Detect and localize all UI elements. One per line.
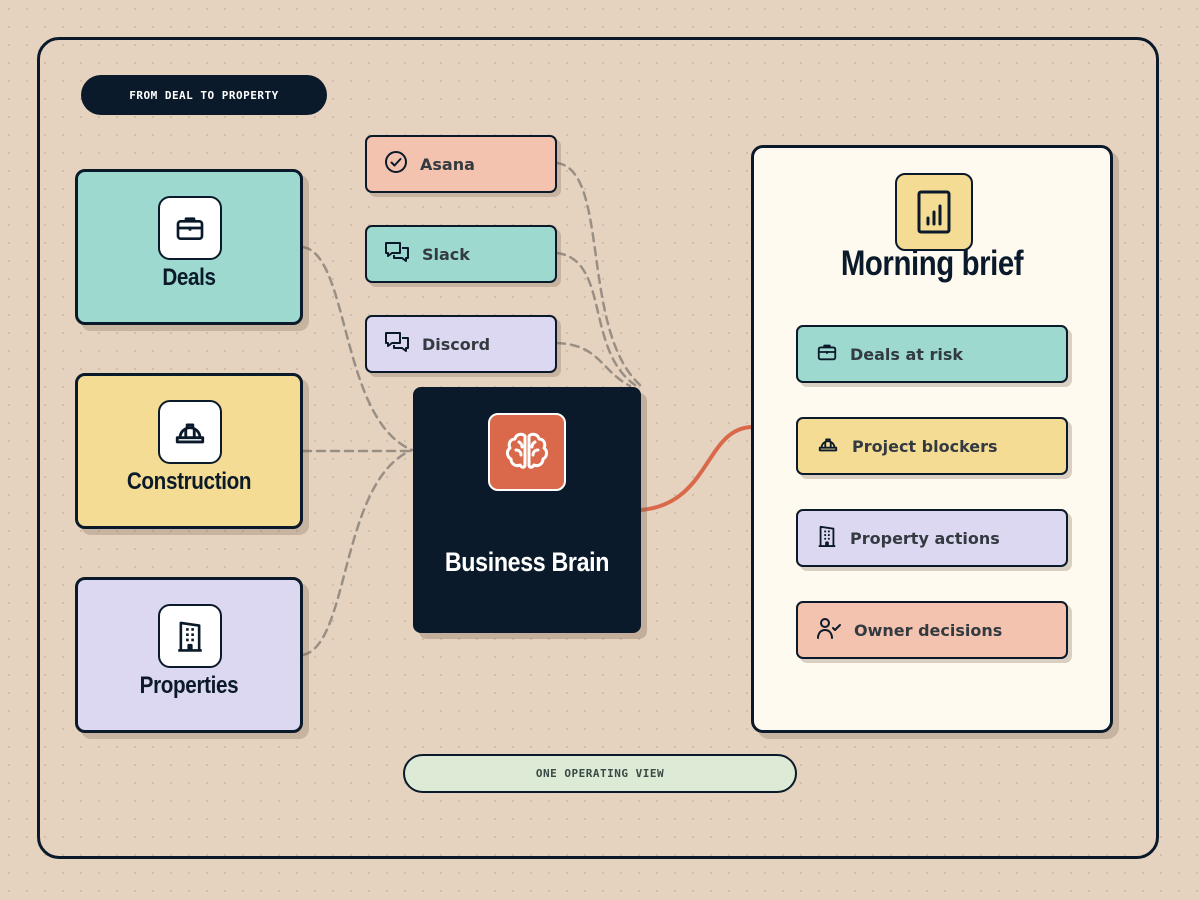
- connector-discord: [555, 341, 632, 388]
- source-card-properties[interactable]: Properties: [75, 577, 303, 733]
- connector-asana: [555, 161, 642, 387]
- brief-item-project-blockers[interactable]: Project blockers: [796, 417, 1068, 475]
- check-circle-icon: [384, 150, 408, 178]
- bar-chart-icon: [895, 173, 973, 251]
- tool-label: Asana: [420, 154, 475, 174]
- connector-brain-to-brief: [638, 425, 754, 512]
- brief-item-label: Deals at risk: [850, 344, 964, 364]
- brief-item-label: Owner decisions: [854, 620, 1003, 640]
- hard-hat-icon: [158, 400, 222, 464]
- tool-chip-asana[interactable]: Asana: [365, 135, 557, 193]
- tool-label: Slack: [422, 244, 470, 264]
- brief-item-label: Property actions: [850, 528, 1000, 548]
- tool-chip-slack[interactable]: Slack: [365, 225, 557, 283]
- footer-tag: ONE OPERATING VIEW: [403, 754, 797, 793]
- connector-slack: [555, 251, 637, 387]
- briefcase-icon: [816, 341, 838, 367]
- hub-label: Business Brain: [444, 547, 610, 577]
- source-card-deals[interactable]: Deals: [75, 169, 303, 325]
- source-card-construction[interactable]: Construction: [75, 373, 303, 529]
- brief-title: Morning brief: [840, 244, 1024, 283]
- chat-bubbles-icon: [384, 330, 410, 358]
- building-icon: [816, 524, 838, 552]
- chat-bubbles-icon: [384, 240, 410, 268]
- business-brain-hub[interactable]: Business Brain: [413, 387, 641, 633]
- tool-label: Discord: [422, 334, 491, 354]
- connector-properties: [301, 448, 414, 657]
- source-label: Properties: [139, 672, 239, 699]
- source-label: Deals: [162, 264, 216, 291]
- brief-item-deals-at-risk[interactable]: Deals at risk: [796, 325, 1068, 383]
- connector-deals: [301, 245, 414, 452]
- briefcase-icon: [158, 196, 222, 260]
- brief-item-owner-decisions[interactable]: Owner decisions: [796, 601, 1068, 659]
- diagram-frame: [37, 37, 1159, 859]
- brief-item-label: Project blockers: [852, 436, 998, 456]
- building-icon: [158, 604, 222, 668]
- brief-item-property-actions[interactable]: Property actions: [796, 509, 1068, 567]
- hard-hat-icon: [816, 433, 840, 459]
- brain-icon: [488, 413, 566, 491]
- user-check-icon: [816, 616, 842, 644]
- source-label: Construction: [126, 468, 252, 495]
- tool-chip-discord[interactable]: Discord: [365, 315, 557, 373]
- header-tag: FROM DEAL TO PROPERTY: [81, 75, 327, 115]
